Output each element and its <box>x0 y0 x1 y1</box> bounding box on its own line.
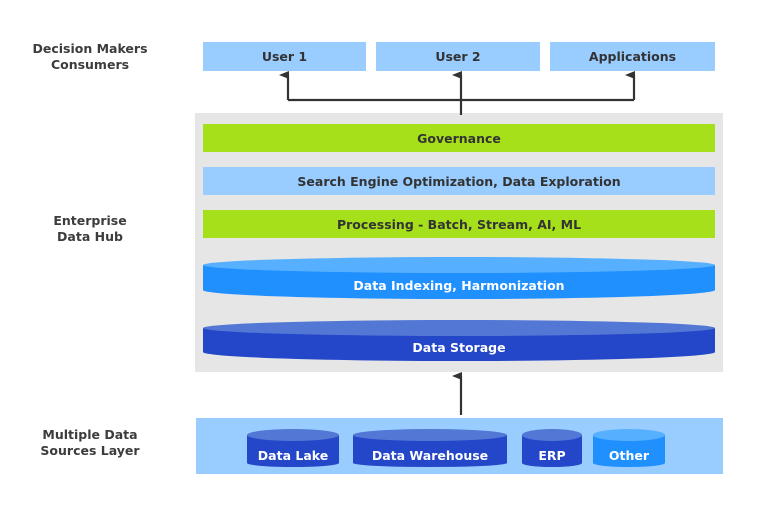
hub-label-line1: Enterprise <box>53 213 127 228</box>
data-storage-label: Data Storage <box>412 340 505 355</box>
consumer-box-user-2: User 2 <box>376 42 540 71</box>
source-cylinder-data-lake: Data Lake <box>247 429 339 467</box>
source-label: Data Warehouse <box>372 448 488 463</box>
governance-label: Governance <box>417 130 501 146</box>
consumers-label-line1: Decision Makers <box>32 41 148 56</box>
consumer-box-user-1: User 1 <box>203 42 366 71</box>
consumers-layer-label: Decision Makers Consumers <box>0 41 180 73</box>
sources-label-line1: Multiple Data <box>42 427 138 442</box>
sources-label-line2: Sources Layer <box>40 443 140 458</box>
source-label: Other <box>609 448 650 463</box>
hub-label-line2: Data Hub <box>57 229 123 244</box>
consumer-box-applications: Applications <box>550 42 715 71</box>
sources-layer-label: Multiple Data Sources Layer <box>0 427 180 459</box>
data-indexing-label: Data Indexing, Harmonization <box>353 278 564 293</box>
source-label: ERP <box>538 448 565 463</box>
consumer-label: User 1 <box>261 49 308 64</box>
search-exploration-label: Search Engine Optimization, Data Explora… <box>297 173 621 189</box>
source-label: Data Lake <box>258 448 328 463</box>
data-indexing-cylinder: Data Indexing, Harmonization <box>203 257 715 299</box>
consumers-label-line2: Consumers <box>50 57 130 72</box>
processing-band: Processing - Batch, Stream, AI, ML <box>203 210 715 238</box>
governance-band: Governance <box>203 124 715 152</box>
consumer-label: User 2 <box>435 49 481 64</box>
processing-label: Processing - Batch, Stream, AI, ML <box>336 216 582 232</box>
consumer-label: Applications <box>588 49 677 64</box>
source-cylinder-erp: ERP <box>522 429 582 467</box>
search-exploration-band: Search Engine Optimization, Data Explora… <box>203 167 715 195</box>
source-cylinder-data-warehouse: Data Warehouse <box>353 429 507 467</box>
data-storage-cylinder: Data Storage <box>203 320 715 361</box>
hub-layer-label: Enterprise Data Hub <box>0 213 180 245</box>
consumer-connector <box>279 71 636 115</box>
source-cylinder-other: Other <box>593 429 665 467</box>
